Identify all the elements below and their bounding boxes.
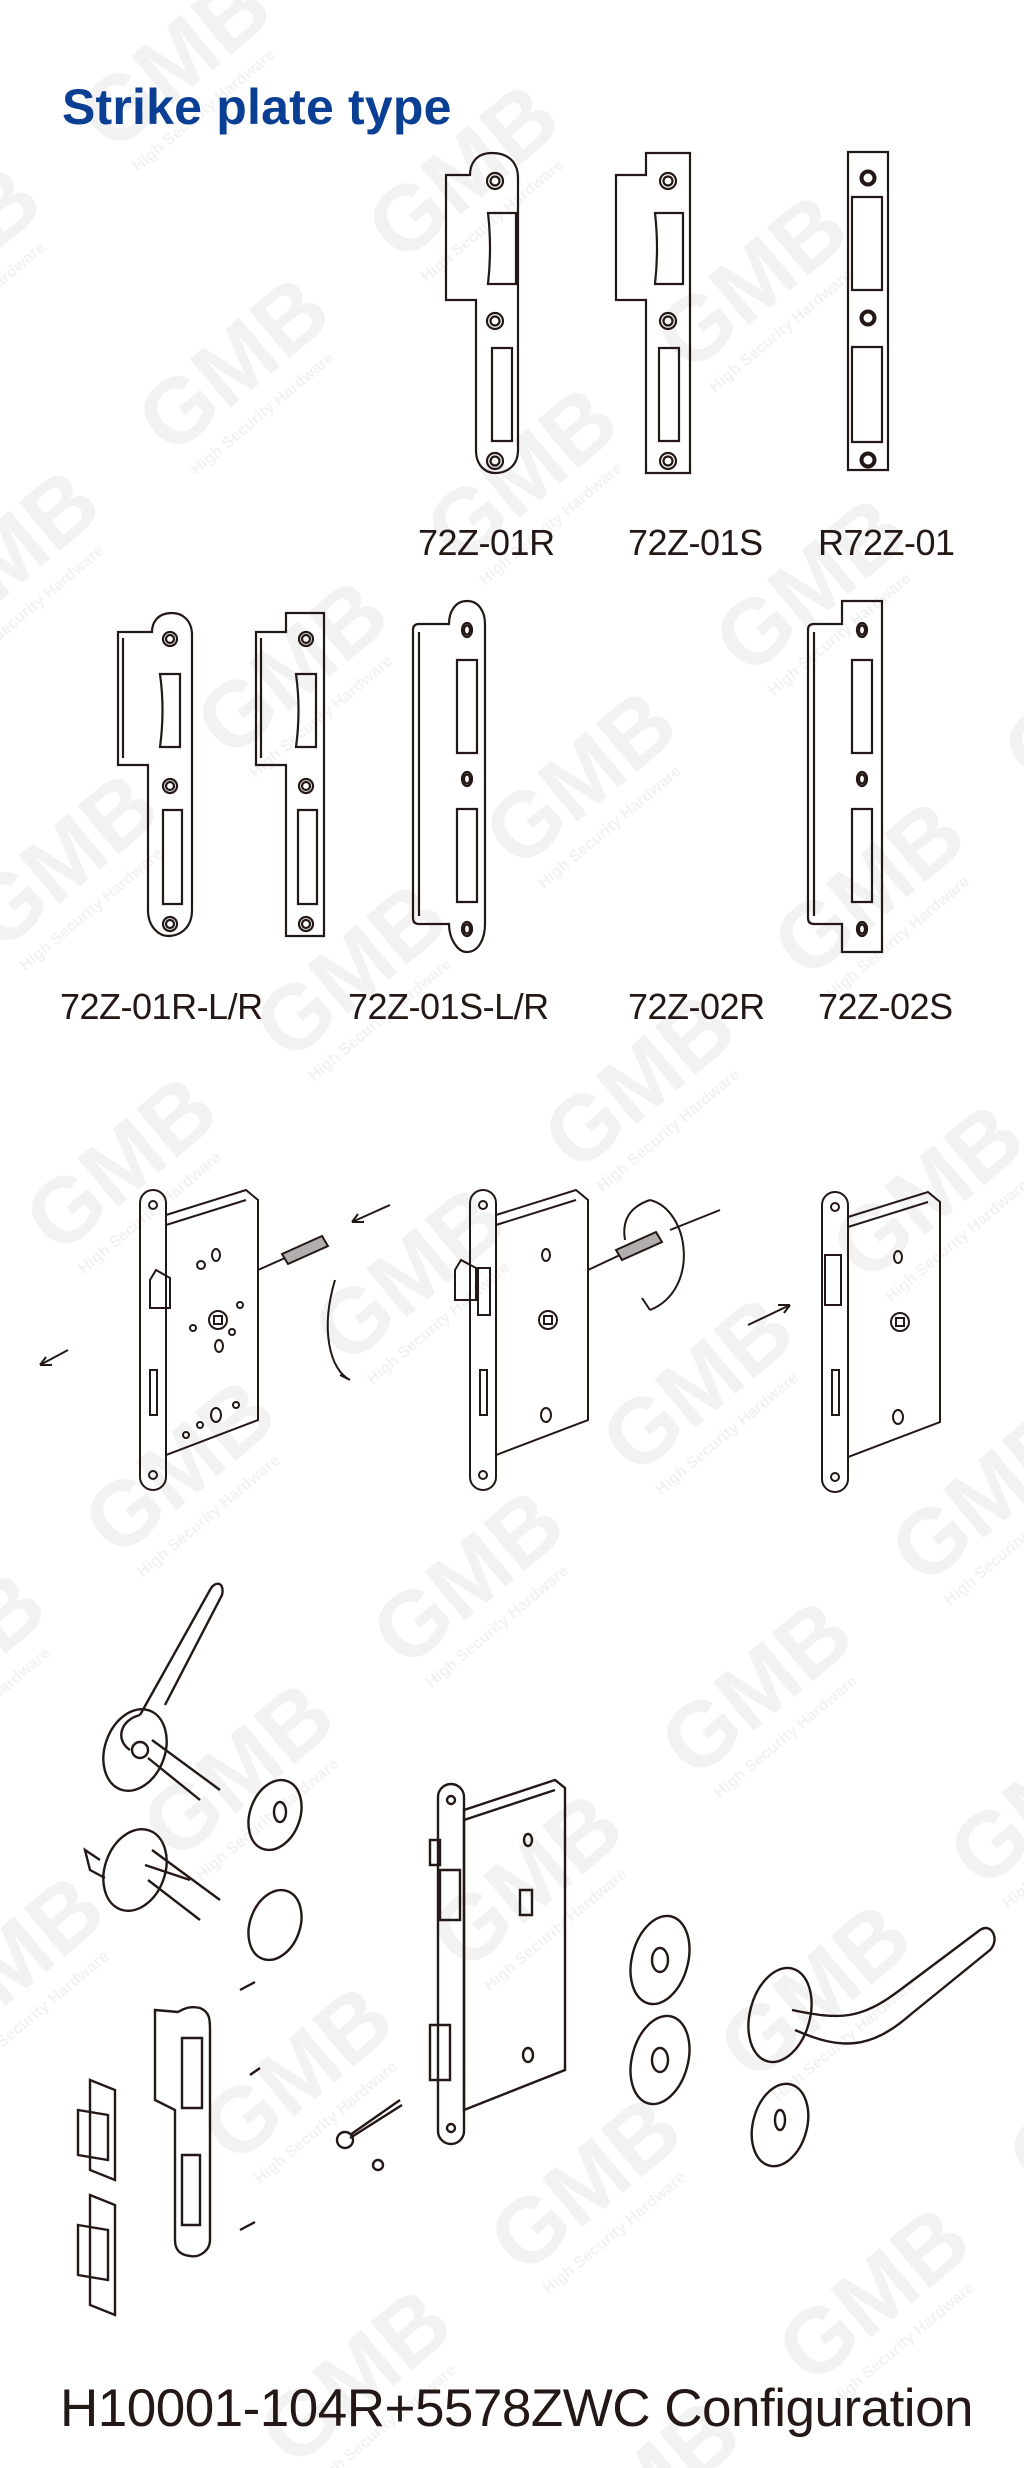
lock-reversal-step-1-icon	[60, 1170, 400, 1500]
strike-plate-72z-02r-icon	[405, 598, 505, 958]
strike-plate-72z-01s-lr-icon	[248, 610, 348, 940]
plate-label-72z-01s-lr: 72Z-01S-L/R	[348, 986, 549, 1027]
lock-reversal-step-3-icon	[740, 1180, 980, 1510]
strike-plate-72z-01r-lr-icon	[110, 610, 210, 940]
exploded-roses-and-lever-icon	[610, 1880, 1010, 2180]
exploded-handles-roses-icon	[60, 1560, 360, 1940]
strike-plate-r72z-01-icon	[845, 150, 895, 472]
exploded-strike-plate-and-screws-icon	[60, 1950, 420, 2330]
configuration-caption: H10001-104R+5578ZWC Configuration	[60, 2379, 974, 2438]
strike-plate-72z-01s-icon	[610, 150, 710, 475]
strike-plate-72z-01r-icon	[440, 150, 540, 475]
page-title: Strike plate type	[62, 79, 452, 135]
lock-reversal-step-2-icon	[380, 1150, 730, 1500]
plate-label-72z-02r: 72Z-02R	[628, 986, 765, 1027]
plate-label-72z-01r-lr: 72Z-01R-L/R	[60, 986, 263, 1027]
exploded-mortise-lock-icon	[420, 1770, 600, 2150]
plate-label-72z-01r: 72Z-01R	[418, 522, 555, 563]
strike-plate-72z-02s-icon	[800, 598, 900, 958]
plate-label-r72z-01: R72Z-01	[818, 522, 955, 563]
plate-label-72z-02s: 72Z-02S	[818, 986, 953, 1027]
plate-label-72z-01s: 72Z-01S	[628, 522, 763, 563]
